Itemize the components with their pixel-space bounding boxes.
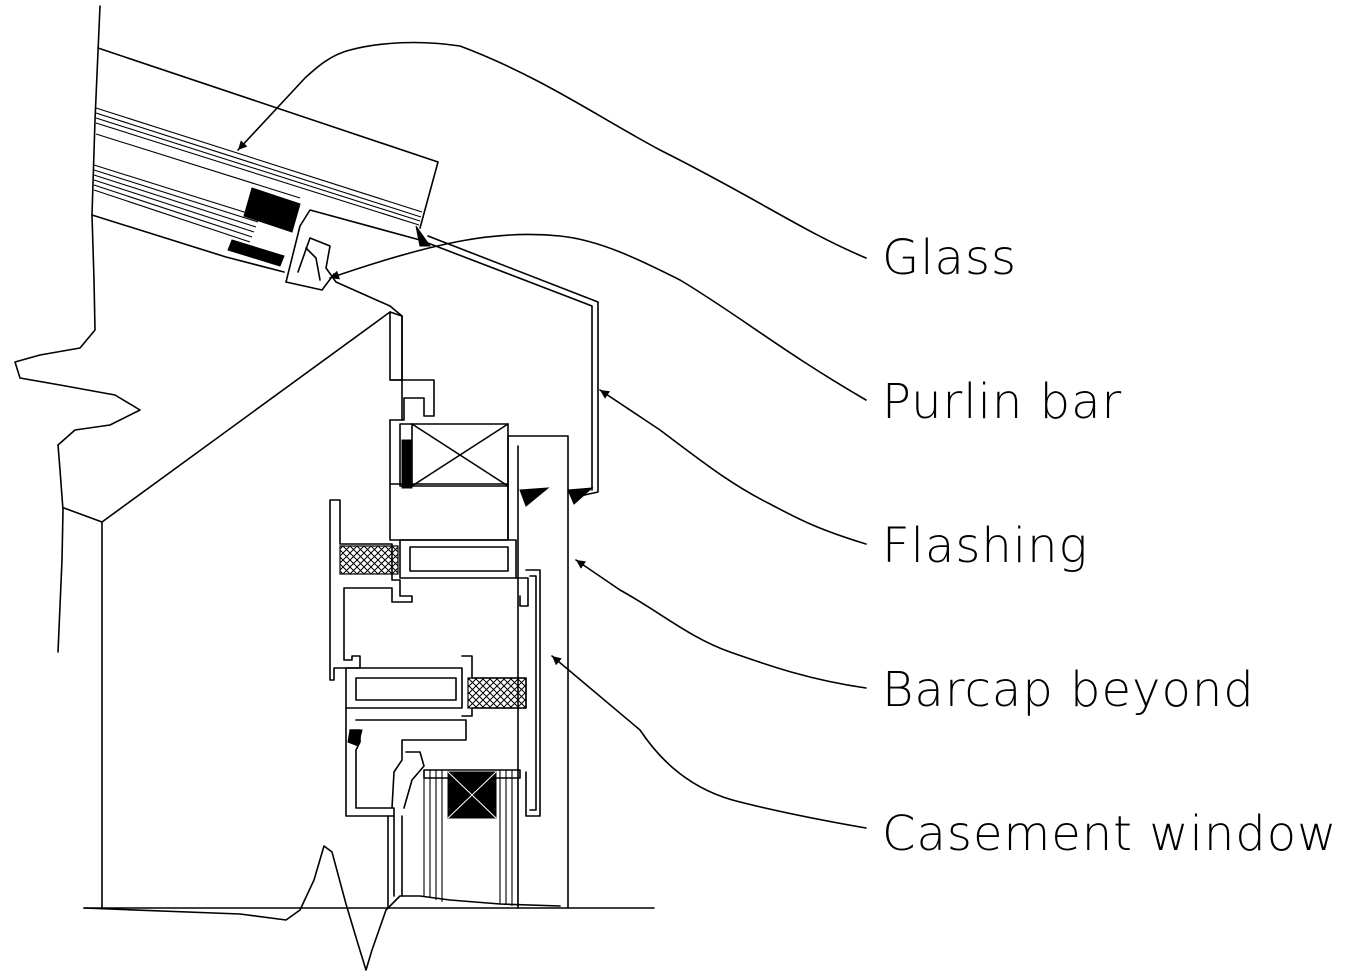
flashing-profile	[419, 235, 599, 507]
base-break-line	[83, 845, 655, 971]
casement-glass-unit	[423, 769, 521, 906]
label-flashing: Flashing	[882, 518, 1088, 574]
label-purlin-bar: Purlin bar	[882, 374, 1122, 430]
casement-frame	[329, 499, 541, 909]
label-casement-window: Casement window	[882, 806, 1337, 862]
leader-lines	[237, 41, 867, 829]
labels: Glass Purlin bar Flashing Barcap beyond …	[882, 230, 1337, 862]
wall-outline	[14, 5, 391, 909]
purlin-bar-profile	[285, 209, 431, 421]
roof-glass-unit	[91, 47, 439, 273]
head-frame	[389, 311, 569, 909]
label-glass: Glass	[882, 230, 1017, 286]
label-barcap-beyond: Barcap beyond	[882, 662, 1255, 718]
